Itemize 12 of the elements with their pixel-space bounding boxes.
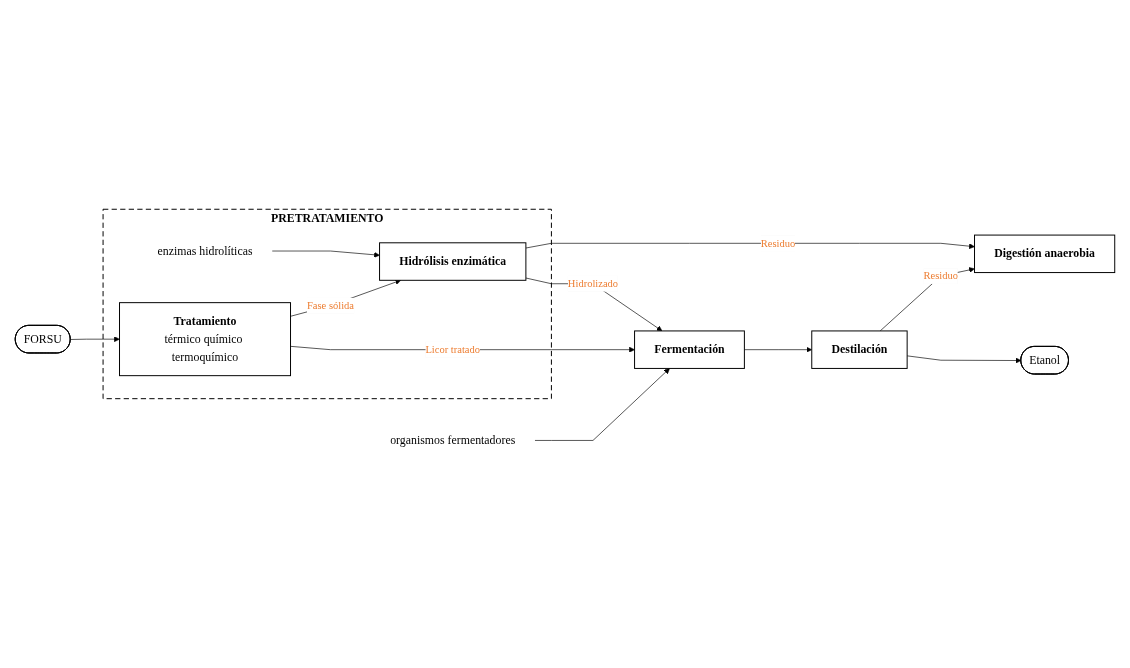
node-box: Digestión anaerobia [974,234,1116,273]
node-box: Fermentación [634,330,745,369]
edge-label: Residuo [760,237,796,249]
edge-label: Hidrolizado [567,277,619,289]
edge-label: Fase sólida [306,299,355,311]
node-text: enzimas hidrolíticas [157,243,253,258]
edge-label: Licor tratado [425,343,481,355]
node-box: Hidrólisis enzimática [379,242,527,281]
node-text: organismos fermentadores [390,433,516,447]
edge-label: Residuo [923,269,959,282]
node-box: Tratamiento térmico químico termoquímico [119,301,291,376]
node-box: Destilación [811,330,908,369]
